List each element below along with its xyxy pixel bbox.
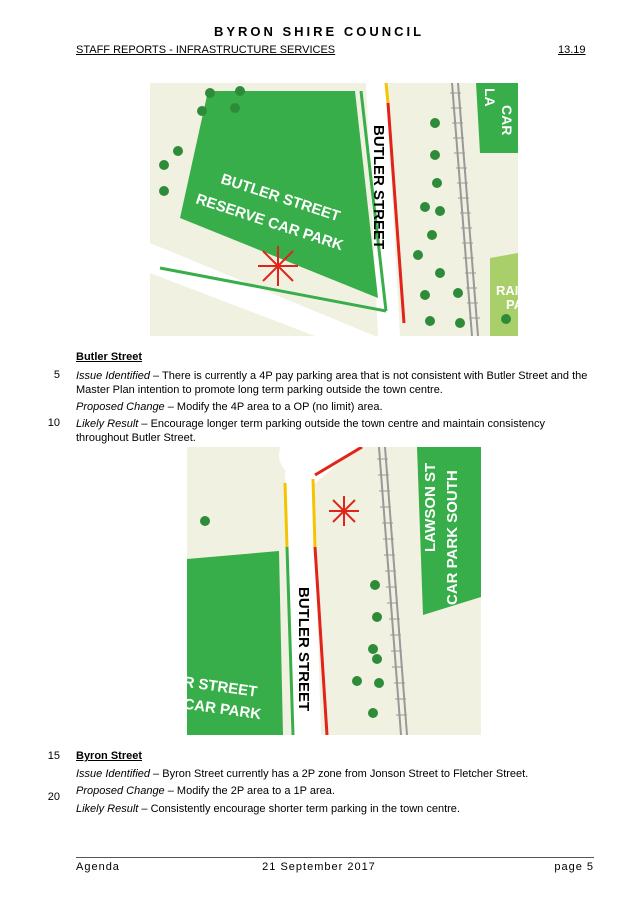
butler-street-reserve-car-park [180,91,378,298]
lawson-car-park-line1: LAWSON ST [422,463,439,552]
map1-drawing: BUTLER STREET RESERVE CAR PARK BUTLER ST… [150,83,518,336]
byron-issue-paragraph: Issue Identified – Byron Street currentl… [76,767,588,781]
result-label: Likely Result [76,803,139,815]
byron-street-heading: Byron Street [76,750,143,762]
butler-street-heading: Butler Street [76,351,143,363]
issue-label: Issue Identified [76,370,150,382]
change-label: Proposed Change [76,401,165,413]
byron-change-paragraph: Proposed Change – Modify the 2P area to … [76,784,588,798]
line-number: 10 [47,417,60,429]
map1-rail-fragment-2: PA [506,297,518,312]
map-lawson-street-car-park: BUTLER STREET R STREET CAR PARK LAWSON S… [187,447,481,735]
issue-text: – There is currently a 4P pay parking ar… [76,370,588,396]
issue-label: Issue Identified [76,768,150,780]
issue-text: – Byron Street currently has a 2P zone f… [150,768,529,780]
report-section-heading: STAFF REPORTS - INFRASTRUCTURE SERVICES [76,44,336,56]
footer-divider [76,857,594,858]
line-number: 20 [47,791,60,803]
lawson-car-park-line2: CAR PARK SOUTH [444,470,461,605]
change-location-marker [329,496,359,526]
tree-icons [159,86,511,328]
map1-street-label: BUTLER STREET [370,125,387,249]
change-text: – Modify the 2P area to a 1P area. [164,785,335,797]
line-number: 15 [47,750,60,762]
footer-page-number: page 5 [554,861,594,873]
map1-rail-fragment-1: RAI [496,283,518,298]
tree-icons [200,516,384,718]
council-name: BYRON SHIRE COUNCIL [213,24,425,39]
butler-change-paragraph: Proposed Change – Modify the 4P area to … [76,400,588,414]
map2-drawing: BUTLER STREET R STREET CAR PARK LAWSON S… [187,447,481,735]
result-text: – Encourage longer term parking outside … [76,418,545,444]
change-text: – Modify the 4P area to a OP (no limit) … [164,401,383,413]
report-item-number: 13.19 [558,44,586,56]
result-text: – Consistently encourage shorter term pa… [138,803,460,815]
line-number: 5 [53,369,60,381]
footer-agenda: Agenda [76,861,120,873]
map1-lawson-fragment-2: CAR [499,105,515,135]
change-label: Proposed Change [76,785,165,797]
byron-result-paragraph: Likely Result – Consistently encourage s… [76,802,588,816]
butler-result-paragraph: Likely Result – Encourage longer term pa… [76,417,588,445]
map2-street-label: BUTLER STREET [295,587,312,711]
map1-lawson-fragment-1: LA [482,88,498,107]
result-label: Likely Result [76,418,139,430]
change-location-marker [258,246,298,286]
footer-date: 21 September 2017 [262,861,376,873]
map-butler-street-reserve: BUTLER STREET RESERVE CAR PARK BUTLER ST… [150,83,518,336]
butler-issue-paragraph: Issue Identified – There is currently a … [76,369,588,397]
